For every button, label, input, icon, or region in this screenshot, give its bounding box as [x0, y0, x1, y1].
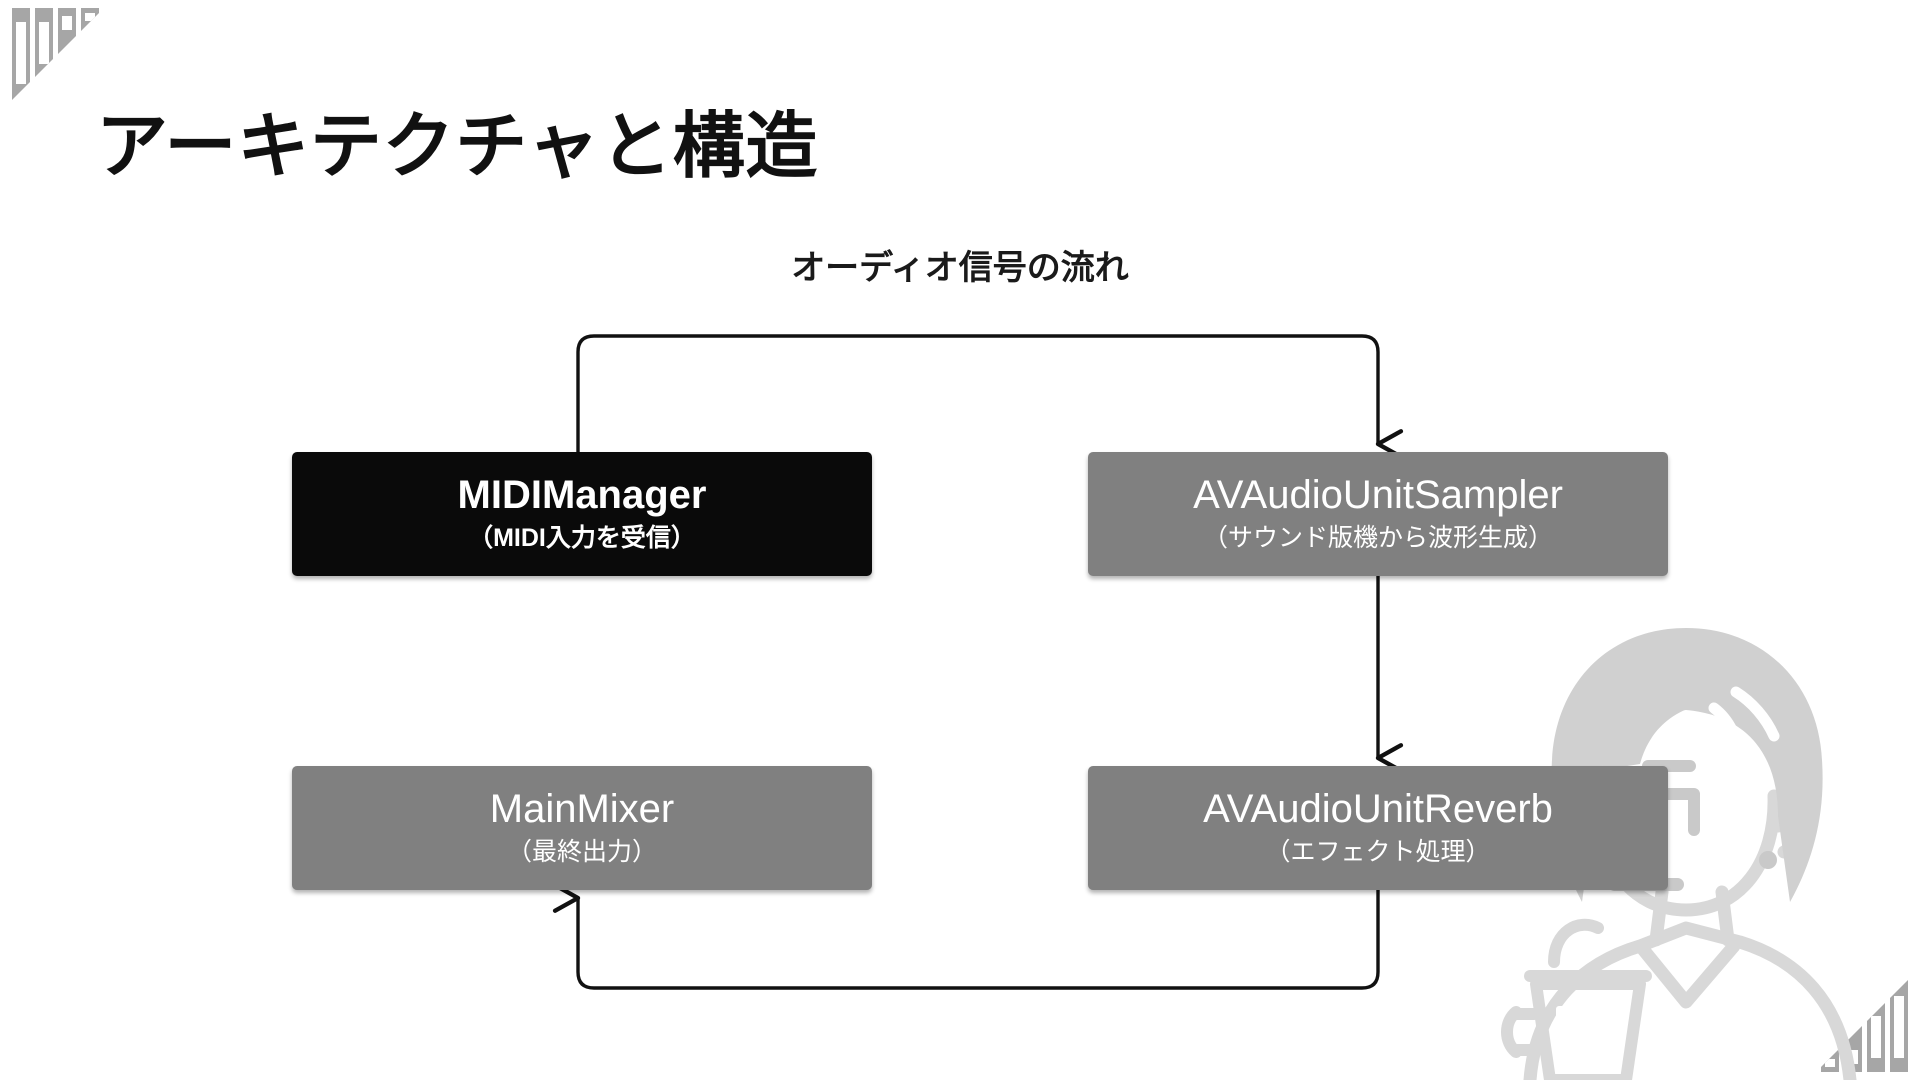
connector-midi-to-sampler [576, 334, 1404, 459]
node-title: MainMixer [489, 786, 675, 831]
node-title: AVAudioUnitReverb [1203, 786, 1553, 831]
node-subtitle: （MIDI入力を受信） [468, 523, 696, 552]
node-subtitle: （エフェクト処理） [1265, 837, 1491, 866]
node-subtitle: （サウンド版機から波形生成） [1202, 523, 1553, 552]
node-title: AVAudioUnitSampler [1193, 472, 1563, 517]
node-title: MIDIManager [457, 472, 707, 517]
page-title: アーキテクチャと構造 [96, 107, 819, 188]
node-midi-manager[interactable]: MIDIManager （MIDI入力を受信） [292, 452, 872, 576]
node-subtitle: （最終出力） [506, 837, 657, 866]
node-avaudiounitsampler[interactable]: AVAudioUnitSampler （サウンド版機から波形生成） [1088, 452, 1668, 576]
corner-bars-ornament-top-left [12, 8, 99, 112]
node-mainmixer[interactable]: MainMixer （最終出力） [292, 766, 872, 890]
corner-bars-ornament-bottom-right [1821, 968, 1908, 1072]
node-avaudiounitreverb[interactable]: AVAudioUnitReverb （エフェクト処理） [1088, 766, 1668, 890]
connector-reverb-to-mixer [552, 883, 1380, 990]
diagram-heading: オーディオ信号の流れ [791, 249, 1129, 287]
